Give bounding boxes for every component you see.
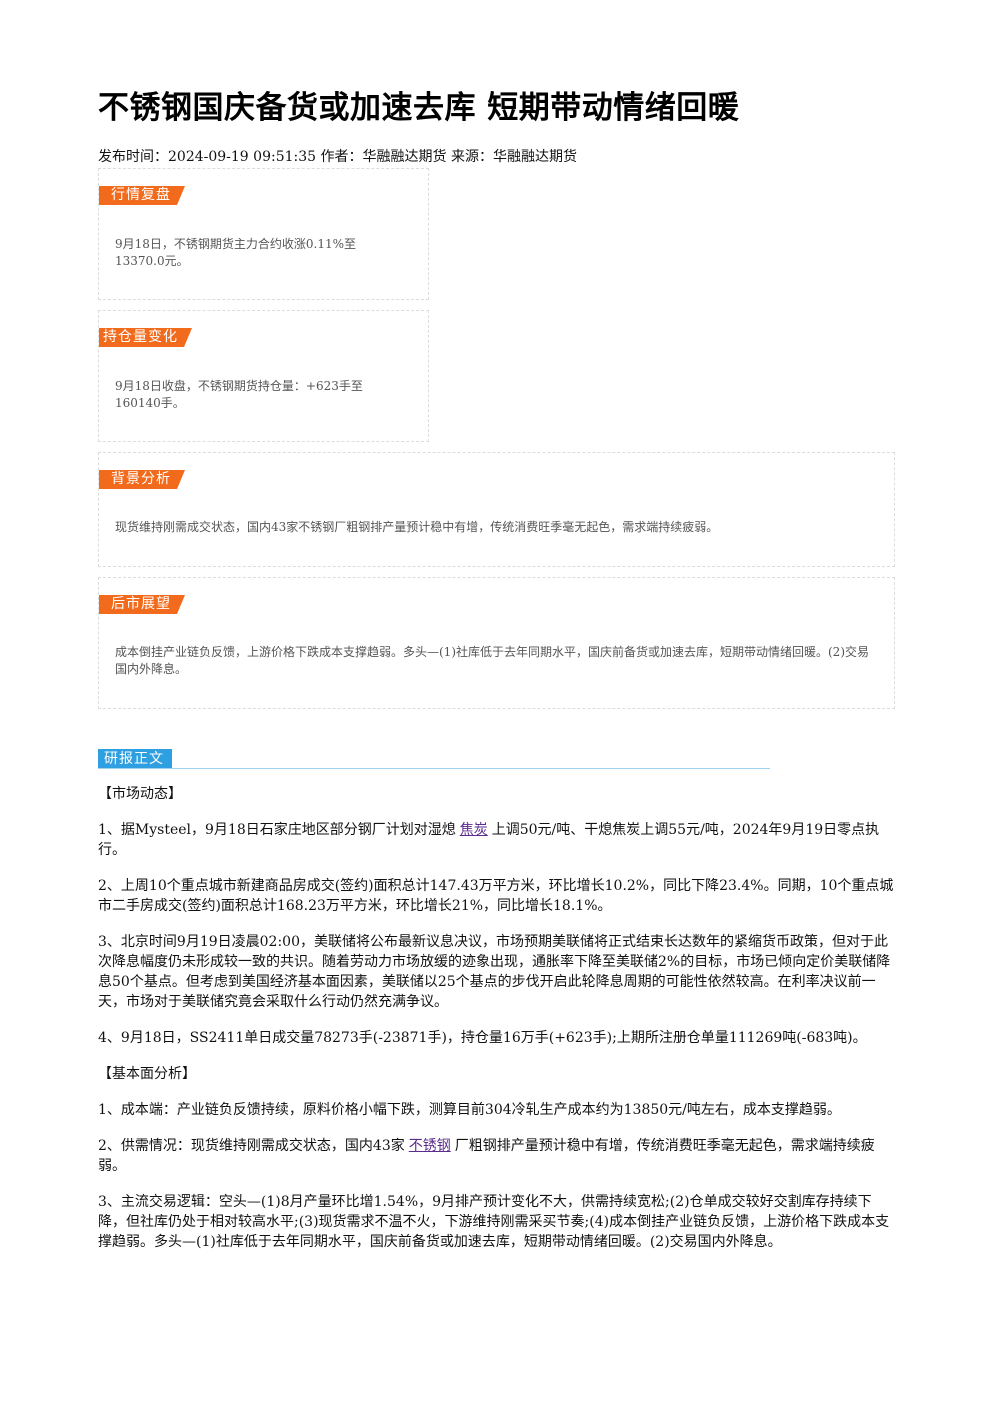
fundamental-item-2-after: 厂粗钢排产量预计稳中有增，传统消费旺季毫无起色，需求端持续疲弱。 [98,1138,875,1174]
card-text-review: 9月18日，不锈钢期货主力合约收涨0.11%至13370.0元。 [115,237,357,268]
market-item-3: 3、北京时间9月19日凌晨02:00，美联储将公布最新议息决议，市场预期美联储将… [98,934,891,1010]
fundamental-item-2: 2、供需情况：现货维持刚需成交状态，国内43家不锈钢厂粗钢排产量预计稳中有增，传… [98,1136,894,1176]
market-item-1-after: 上调50元/吨、干熄焦炭上调55元/吨，2024年9月19日零点执行。 [98,822,880,858]
article-title: 不锈钢国庆备货或加速去库 短期带动情绪回暖 [98,90,740,126]
source: 华融融达期货 [492,149,577,165]
fundamental-item-2-before: 2、供需情况：现货维持刚需成交状态，国内43家 [98,1138,405,1154]
card-tag-background: 背景分析 [99,470,185,489]
card-position-change: 持仓量变化 9月18日收盘，不锈钢期货持仓量：+623手至160140手。 [98,310,429,442]
article-meta: 发布时间：2024-09-19 09:51:35 作者：华融融达期货 来源：华融… [98,147,577,167]
fundamental-item-3: 3、主流交易逻辑：空头—(1)8月产量环比增1.54%，9月排产预计变化不大，供… [98,1194,890,1250]
report-section-tag: 研报正文 [98,749,172,769]
section-divider [98,768,770,769]
card-tag-review: 行情复盘 [99,186,185,205]
card-text-outlook: 成本倒挂产业链负反馈，上游价格下跌成本支撑趋弱。多头—(1)社库低于去年同期水平… [115,645,870,676]
publish-time: 2024-09-19 09:51:35 [168,149,317,165]
publish-label: 发布时间： [98,149,168,165]
card-background: 背景分析 现货维持刚需成交状态，国内43家不锈钢厂粗钢排产量预计稳中有增，传统消… [98,452,895,567]
author-label: 作者： [320,149,363,165]
coke-link[interactable]: 焦炭 [459,822,488,838]
market-item-1: 1、据Mysteel，9月18日石家庄地区部分钢厂计划对湿熄焦炭上调50元/吨、… [98,820,894,860]
card-text-position: 9月18日收盘，不锈钢期货持仓量：+623手至160140手。 [115,379,363,410]
source-label: 来源： [450,149,493,165]
market-heading: 【市场动态】 [98,786,182,802]
report-body: 【市场动态】 1、据Mysteel，9月18日石家庄地区部分钢厂计划对湿熄焦炭上… [98,784,894,1268]
fundamental-heading: 【基本面分析】 [98,1066,196,1082]
card-market-review: 行情复盘 9月18日，不锈钢期货主力合约收涨0.11%至13370.0元。 [98,168,429,300]
stainless-steel-link[interactable]: 不锈钢 [408,1138,451,1154]
card-outlook: 后市展望 成本倒挂产业链负反馈，上游价格下跌成本支撑趋弱。多头—(1)社库低于去… [98,577,895,709]
card-tag-outlook: 后市展望 [99,595,185,614]
card-text-background: 现货维持刚需成交状态，国内43家不锈钢厂粗钢排产量预计稳中有增，传统消费旺季毫无… [115,520,719,534]
market-item-4: 4、9月18日，SS2411单日成交量78273手(-23871手)，持仓量16… [98,1030,867,1046]
card-tag-position: 持仓量变化 [99,328,192,347]
market-item-2: 2、上周10个重点城市新建商品房成交(签约)面积总计147.43万平方米，环比增… [98,878,894,914]
report-section-header: 研报正文 [98,749,770,771]
fundamental-item-1: 1、成本端：产业链负反馈持续，原料价格小幅下跌，测算目前304冷轧生产成本约为1… [98,1102,841,1118]
author: 华融融达期货 [362,149,447,165]
market-item-1-before: 1、据Mysteel，9月18日石家庄地区部分钢厂计划对湿熄 [98,822,456,838]
